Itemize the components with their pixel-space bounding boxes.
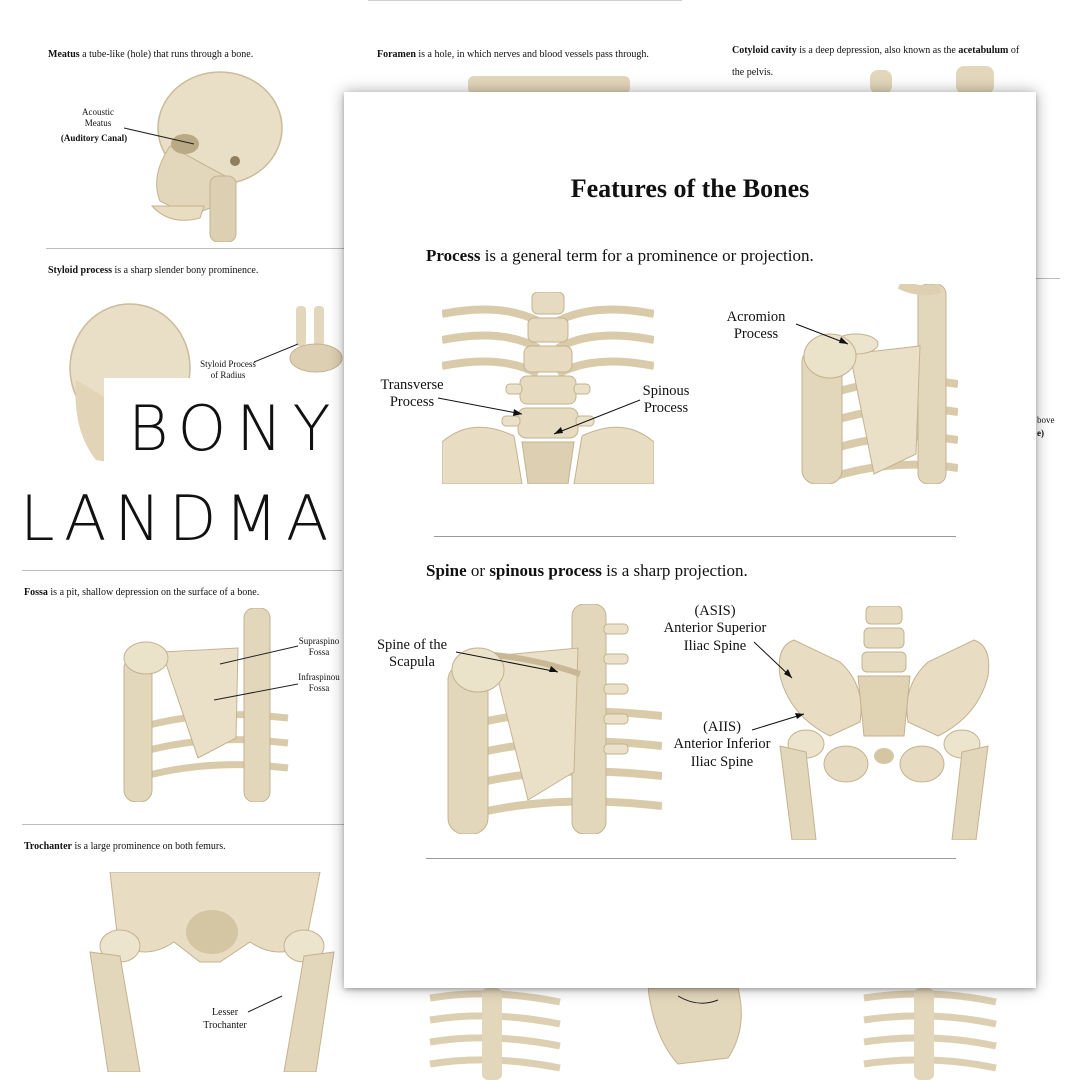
meatus-pointer xyxy=(123,127,195,145)
fossa-pointers xyxy=(213,645,299,701)
divider-right xyxy=(1036,278,1060,279)
spine-term: Spine xyxy=(426,561,467,580)
process-pointers xyxy=(437,397,641,435)
acromion-pointer xyxy=(795,323,849,345)
right-fragment-text: bove e) xyxy=(1037,415,1055,438)
shoulder-illustration xyxy=(801,284,958,484)
trochanter-definition: Trochanter is a large prominence on both… xyxy=(24,841,226,852)
process-term: Process xyxy=(426,246,481,265)
divider-1 xyxy=(46,248,346,249)
styloid-definition: Styloid process is a sharp slender bony … xyxy=(48,265,259,276)
lower-ribs-illustration-1 xyxy=(429,988,561,1080)
meatus-definition: Meatus a tube-like (hole) that runs thro… xyxy=(48,49,254,60)
auditory-canal-label: (Auditory Canal) xyxy=(60,133,128,143)
page-title: Features of the Bones xyxy=(570,174,810,203)
transverse-process-label: Transverse Process xyxy=(380,377,444,411)
cotyloid-definition: Cotyloid cavity is a deep depression, al… xyxy=(732,45,1020,78)
front-divider-1 xyxy=(434,536,956,537)
meatus-term: Meatus xyxy=(48,49,80,60)
acromion-process-label: Acromion Process xyxy=(726,309,786,343)
foramen-definition: Foramen is a hole, in which nerves and b… xyxy=(377,49,649,60)
wrist-illustration xyxy=(289,306,343,373)
front-page: Features of the Bones Process is a gener… xyxy=(344,92,1036,988)
aiis-label: (AIIS) Anterior Inferior Iliac Spine xyxy=(673,719,771,770)
styloid-pointer xyxy=(253,343,299,363)
scapula-spine-pointer xyxy=(455,651,559,673)
trochanter-pointer xyxy=(247,995,283,1013)
overlay-title-bony: BONY xyxy=(128,392,341,465)
skull-illustration xyxy=(150,71,283,242)
lesser-trochanter-label: Lesser Trochanter xyxy=(203,1007,247,1031)
divider-3 xyxy=(22,824,344,825)
infraspinous-label: Infraspinou Fossa xyxy=(298,672,340,694)
asis-label: (ASIS) Anterior Superior Iliac Spine xyxy=(663,603,767,654)
lumbar-spine-illustration xyxy=(442,292,654,484)
pelvis-femur-illustration xyxy=(89,872,335,1072)
hip-illustration xyxy=(648,988,742,1065)
front-divider-2 xyxy=(426,858,956,859)
foramen-illustration xyxy=(468,76,630,94)
scapula-spine-illustration xyxy=(447,604,662,834)
lower-ribs-illustration-2 xyxy=(863,988,997,1080)
process-definition: Process is a general term for a prominen… xyxy=(426,246,814,265)
iliac-spine-pointers xyxy=(751,641,805,731)
spinous-process-label: Spinous Process xyxy=(642,383,690,417)
spine-definition: Spine or spinous process is a sharp proj… xyxy=(426,561,748,580)
scapula-illustration xyxy=(123,608,289,802)
pelvis-illustration xyxy=(778,606,990,840)
spine-of-scapula-label: Spine of the Scapula xyxy=(376,637,448,671)
supraspinous-label: Supraspino Fossa xyxy=(298,636,340,658)
styloid-radius-label: Styloid Process of Radius xyxy=(200,359,256,381)
overlay-title-box-top xyxy=(104,378,344,474)
fossa-definition: Fossa is a pit, shallow depression on th… xyxy=(24,587,260,598)
cotyloid-illustration xyxy=(870,66,994,94)
top-divider xyxy=(368,0,682,1)
divider-2 xyxy=(22,570,342,571)
acoustic-meatus-label: Acoustic Meatus xyxy=(82,107,114,129)
